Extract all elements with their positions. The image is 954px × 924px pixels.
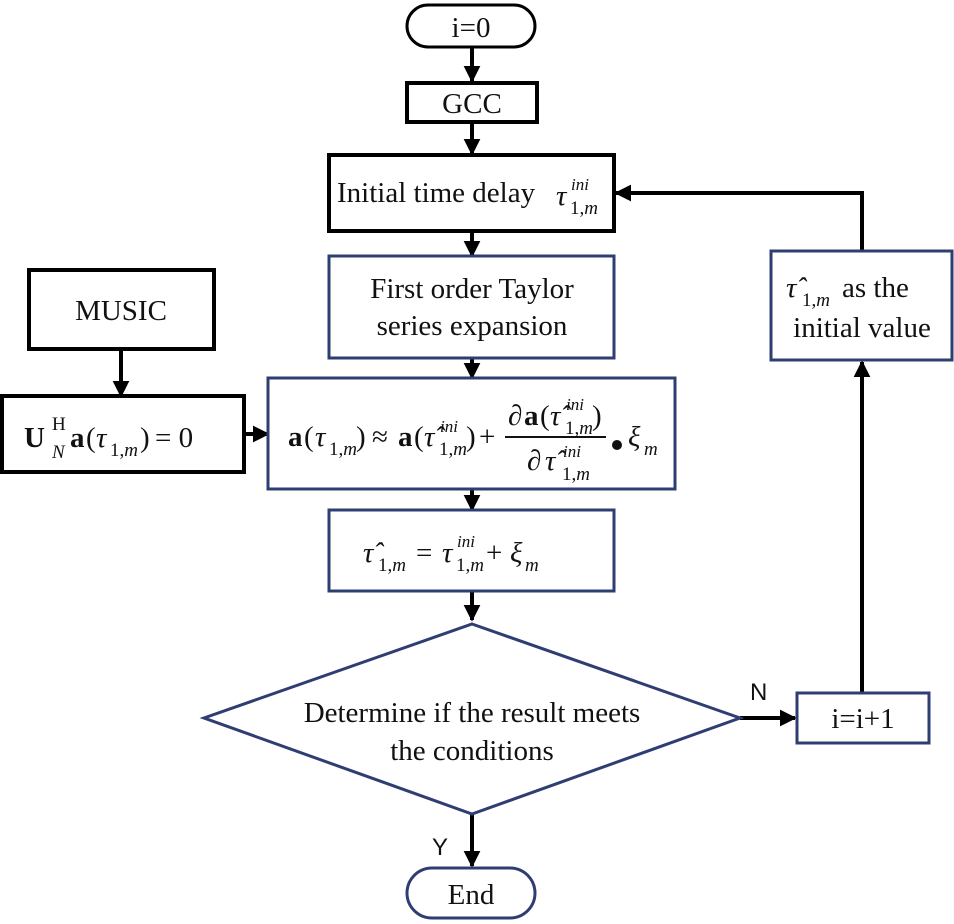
increment-node: i=i+1 xyxy=(795,691,931,745)
initial-delay-label: Initial time delay xyxy=(337,177,536,209)
orthogonality-equation: U H N a ( τ 1,m ) = 0 xyxy=(24,414,193,463)
svg-text:∂: ∂ xyxy=(527,445,541,477)
svg-text:= 0: = 0 xyxy=(155,422,193,454)
svg-text:1,m: 1,m xyxy=(570,198,598,219)
initial-value-label-line2: initial value xyxy=(793,312,931,344)
svg-text:ini: ini xyxy=(457,532,475,551)
initial-delay-node: Initial time delay τ ini 1,m xyxy=(327,153,616,233)
decision-label-line1: Determine if the result meets xyxy=(304,697,641,729)
svg-text:): ) xyxy=(466,421,476,453)
svg-text:): ) xyxy=(140,422,150,454)
svg-text:1,m: 1,m xyxy=(565,418,593,439)
start-label: i=0 xyxy=(452,12,491,44)
gcc-label: GCC xyxy=(442,88,502,120)
svg-text:1,m: 1,m xyxy=(439,439,467,460)
svg-text:(: ( xyxy=(304,421,314,453)
svg-text:a: a xyxy=(70,422,85,454)
decision-label-line2: the conditions xyxy=(390,735,554,767)
svg-text:(: ( xyxy=(414,421,424,453)
svg-text:(: ( xyxy=(86,422,96,454)
svg-text:U: U xyxy=(24,422,45,454)
initial-delay-symbol: τ ini 1,m xyxy=(556,175,598,219)
music-node: MUSIC xyxy=(27,268,216,351)
svg-text:τ: τ xyxy=(556,180,568,212)
svg-text:a: a xyxy=(398,421,413,453)
arrow-initial-value-to-delay xyxy=(614,184,864,251)
update-node: τ̂ 1,m = τ ini 1,m + ξ m xyxy=(327,508,616,593)
svg-text:a: a xyxy=(524,400,539,432)
svg-text:+: + xyxy=(479,421,495,453)
approximation-node: a ( τ 1,m ) ≈ a ( τ̂ ini 1,m ) + ∂ a ( τ… xyxy=(266,376,677,491)
start-node: i=0 xyxy=(405,3,537,49)
svg-text:1,m: 1,m xyxy=(562,464,590,485)
svg-text:1,m: 1,m xyxy=(329,439,357,460)
svg-text:m: m xyxy=(525,555,539,576)
svg-text:1,m: 1,m xyxy=(456,555,484,576)
edge-label-no: N xyxy=(750,679,767,706)
svg-text:1,m: 1,m xyxy=(110,440,138,461)
svg-text:τ: τ xyxy=(96,422,108,454)
svg-text:τ: τ xyxy=(442,537,454,569)
svg-text:+: + xyxy=(486,537,502,569)
end-label: End xyxy=(448,879,495,911)
svg-text:): ) xyxy=(592,400,602,432)
decision-node: Determine if the result meets the condit… xyxy=(199,622,745,816)
svg-text:): ) xyxy=(356,421,366,453)
svg-text:ini: ini xyxy=(566,395,584,414)
initial-value-node: τ̂ 1,m as the initial value xyxy=(769,249,954,362)
svg-text:(: ( xyxy=(540,400,550,432)
svg-text:ξ: ξ xyxy=(628,421,641,453)
taylor-node: First order Taylor series expansion xyxy=(327,254,616,360)
end-node: End xyxy=(405,866,537,920)
svg-text:H: H xyxy=(52,414,66,435)
svg-text:ini: ini xyxy=(563,442,581,461)
orthogonality-equation-node: U H N a ( τ 1,m ) = 0 xyxy=(0,394,246,474)
svg-text:N: N xyxy=(51,442,66,463)
connectors xyxy=(112,47,871,868)
svg-text:a: a xyxy=(288,421,303,453)
music-label: MUSIC xyxy=(75,295,167,327)
gcc-node: GCC xyxy=(405,81,539,124)
taylor-label-line1: First order Taylor xyxy=(370,273,574,305)
svg-text:=: = xyxy=(416,537,432,569)
svg-text:∂: ∂ xyxy=(508,400,522,432)
svg-text:τ: τ xyxy=(315,421,327,453)
svg-text:1,m: 1,m xyxy=(378,555,406,576)
svg-text:≈: ≈ xyxy=(372,421,388,453)
svg-text:1,m: 1,m xyxy=(802,290,830,311)
svg-text:ini: ini xyxy=(571,175,589,194)
increment-label: i=i+1 xyxy=(831,703,894,735)
svg-text:m: m xyxy=(644,439,658,460)
svg-text:ξ: ξ xyxy=(510,537,523,569)
svg-text:ini: ini xyxy=(440,417,458,436)
edge-label-yes: Y xyxy=(432,834,448,861)
taylor-label-line2: series expansion xyxy=(377,310,568,342)
initial-value-label-line1: as the xyxy=(842,272,909,304)
